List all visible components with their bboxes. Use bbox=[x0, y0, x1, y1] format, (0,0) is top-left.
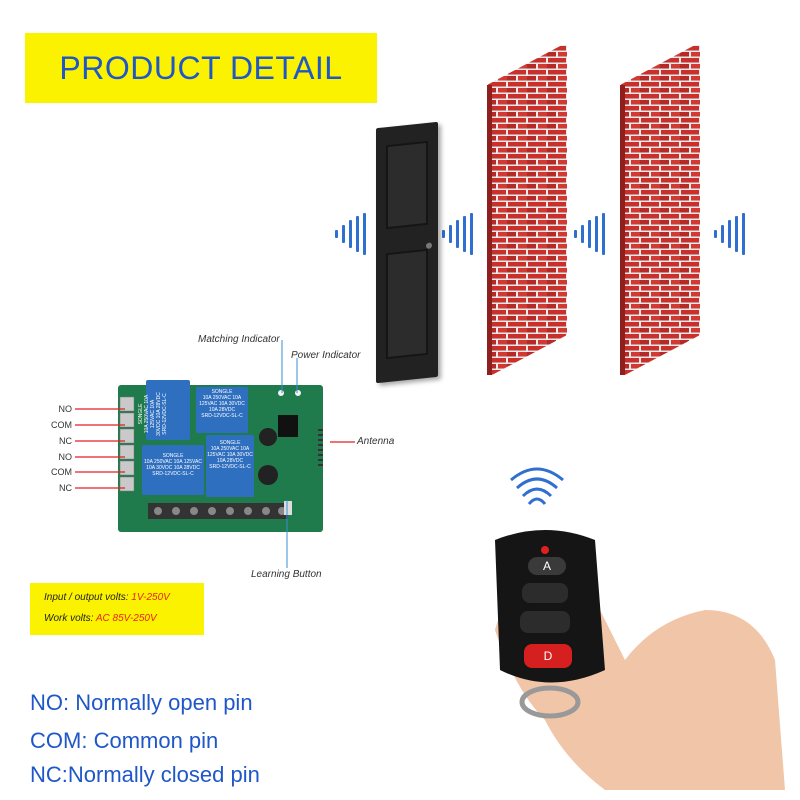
io-volts-label: Input / output volts: bbox=[44, 592, 132, 603]
legend-nc: NC:Normally closed pin bbox=[30, 762, 260, 788]
relay-model: SRD-12VDC-SL-C bbox=[162, 393, 168, 435]
antenna-label: Antenna bbox=[357, 436, 395, 447]
legend-com: COM: Common pin bbox=[30, 728, 218, 754]
pin-label: NC bbox=[59, 436, 72, 446]
door-illustration bbox=[376, 121, 438, 384]
work-volts-line: Work volts: AC 85V-250V bbox=[44, 613, 157, 624]
door-panel bbox=[386, 248, 428, 360]
hand-holding-remote bbox=[495, 530, 785, 790]
signal-wave-icon bbox=[574, 213, 605, 255]
remote-button-b[interactable] bbox=[522, 583, 568, 603]
remote-signal-icon bbox=[510, 467, 564, 505]
legend-key: NC: bbox=[30, 762, 68, 787]
signal-wave-icon bbox=[714, 213, 745, 255]
legend-text: Normally closed pin bbox=[67, 762, 260, 787]
pin-label: NC bbox=[59, 483, 72, 493]
legend-text: Normally open pin bbox=[69, 690, 253, 715]
legend-key: COM: bbox=[30, 728, 88, 753]
remote-button-c[interactable] bbox=[520, 611, 570, 633]
remote-button-a[interactable]: A bbox=[528, 557, 566, 575]
io-volts-line: Input / output volts: 1V-250V bbox=[44, 592, 170, 603]
legend-no: NO: Normally open pin bbox=[30, 690, 253, 716]
relay bbox=[142, 380, 254, 497]
relay-spec: 10A 250VAC 10A 125VAC 10A 30VDC 10A 28VD… bbox=[207, 446, 253, 464]
relay-spec: 10A 250VAC 10A 125VAC 10A 30VDC 10A 28VD… bbox=[144, 392, 162, 436]
signal-wave-icon bbox=[442, 213, 473, 255]
matching-indicator-label: Matching Indicator bbox=[198, 334, 280, 345]
relay-model: SRD-12VDC-SL-C bbox=[152, 471, 194, 477]
brick-wall-illustration bbox=[620, 45, 700, 375]
door-knob-icon bbox=[426, 242, 432, 250]
relay-module-board bbox=[118, 380, 323, 532]
work-volts-label: Work volts: bbox=[44, 613, 96, 624]
pin-label: NO bbox=[58, 404, 73, 414]
relay-spec: 10A 250VAC 10A 125VAC 10A 30VDC 10A 28VD… bbox=[199, 395, 245, 413]
pin-label: NO bbox=[58, 452, 73, 462]
relay-label: SONGLE 10A 250VAC 10A 125VAC 10A 30VDC 1… bbox=[206, 440, 254, 470]
relay-label: SONGLE 10A 250VAC 10A 125VAC 10A 30VDC 1… bbox=[138, 392, 168, 436]
relay-brand: SONGLE bbox=[211, 389, 233, 395]
relay-label: SONGLE 10A 250VAC 10A 125VAC 10A 30VDC 1… bbox=[196, 389, 248, 419]
legend-text: Common pin bbox=[87, 728, 219, 753]
signal-wave-icon bbox=[335, 213, 366, 255]
io-volts-value: 1V-250V bbox=[131, 592, 170, 603]
relay-spec: 10A 250VAC 10A 125VAC 10A 30VDC 10A 28VD… bbox=[144, 459, 202, 471]
remote-button-d[interactable]: D bbox=[524, 644, 572, 668]
title-banner: PRODUCT DETAIL bbox=[25, 33, 377, 103]
door-panel bbox=[386, 140, 428, 230]
callout-lines bbox=[281, 340, 355, 568]
brick-wall-illustration bbox=[487, 45, 567, 375]
relay-label: SONGLE 10A 250VAC 10A 125VAC 10A 30VDC 1… bbox=[142, 453, 204, 477]
spec-box: Input / output volts: 1V-250V Work volts… bbox=[30, 583, 204, 635]
banner-title: PRODUCT DETAIL bbox=[59, 50, 343, 86]
pin-leader-lines bbox=[75, 408, 125, 489]
pin-label: COM bbox=[51, 420, 72, 430]
power-indicator-label: Power Indicator bbox=[291, 350, 361, 361]
relay-model: SRD-12VDC-SL-C bbox=[209, 464, 251, 470]
relay-brand: SONGLE bbox=[162, 453, 184, 459]
learning-button-label: Learning Button bbox=[251, 569, 322, 580]
legend-key: NO: bbox=[30, 690, 70, 715]
relay-model: SRD-12VDC-SL-C bbox=[201, 413, 243, 419]
relay-brand: SONGLE bbox=[219, 440, 241, 446]
work-volts-value: AC 85V-250V bbox=[95, 613, 157, 624]
pin-label: COM bbox=[51, 467, 72, 477]
